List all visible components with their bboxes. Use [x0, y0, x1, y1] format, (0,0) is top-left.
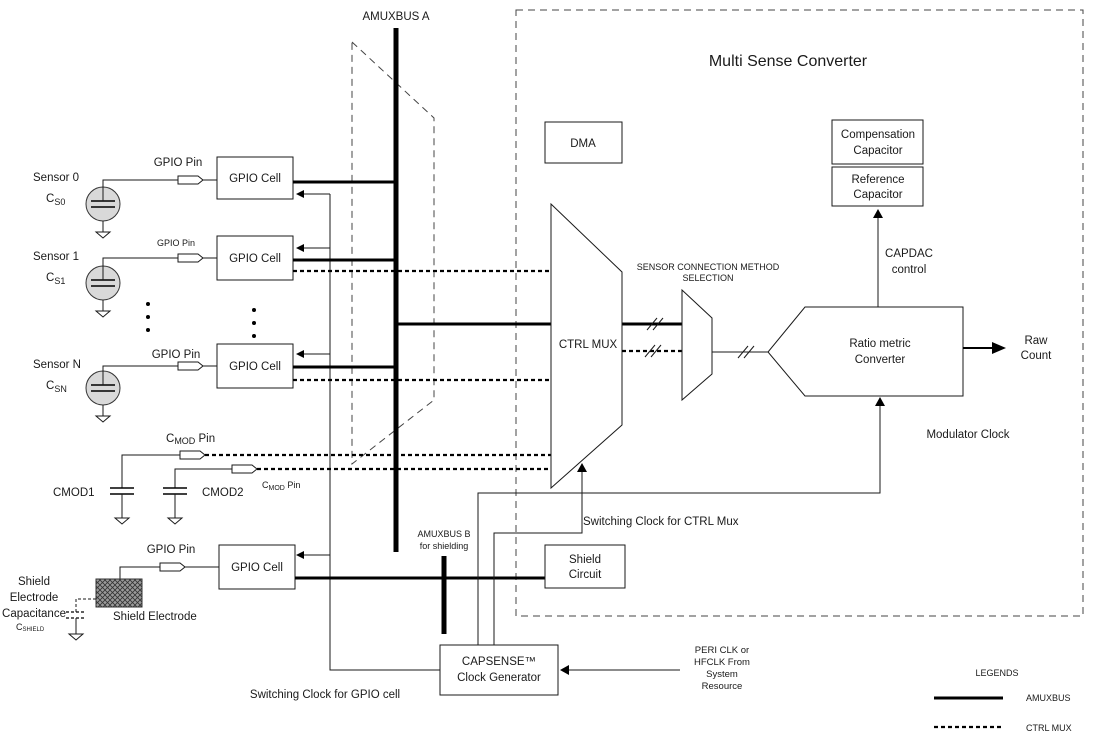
cshield-label: CSHIELD [16, 622, 45, 633]
sensor-n-pin-icon [177, 361, 204, 371]
sensor-1-pin: GPIO Pin [157, 238, 195, 248]
gpio-clock-line [329, 194, 440, 671]
shield-circuit [544, 544, 626, 589]
gpio-cell-shield-label: GPIO Cell [231, 562, 283, 574]
svg-text:Shield: Shield [18, 576, 50, 588]
sensor-n-pin: GPIO Pin [152, 349, 201, 361]
ctrl-mux [550, 202, 623, 490]
sensor-connection-selector [681, 288, 713, 402]
switching-clock-ctrl-label: Switching Clock for CTRL Mux [583, 516, 739, 528]
svg-text:System: System [706, 669, 738, 680]
modulator-clock-label: Modulator Clock [926, 429, 1009, 441]
sensor-n-cap: CSN [46, 380, 67, 394]
amuxbus-b-label-2: for shielding [420, 541, 469, 551]
svg-text:CAPSENSE™: CAPSENSE™ [462, 656, 536, 668]
svg-text:Electrode: Electrode [10, 592, 59, 604]
svg-text:CAPDAC: CAPDAC [885, 248, 933, 260]
svg-text:PERI CLK or: PERI CLK or [695, 645, 749, 656]
svg-text:Reference: Reference [851, 174, 904, 186]
raw-count-arrow [992, 342, 1006, 354]
svg-text:Compensation: Compensation [841, 129, 915, 141]
cmod-pin-1-icon [179, 450, 206, 460]
switching-clock-gpio-label: Switching Clock for GPIO cell [250, 689, 400, 701]
shield-electrode [95, 578, 143, 608]
svg-text:SELECTION: SELECTION [682, 273, 733, 283]
sensor-n-name: Sensor N [33, 359, 81, 371]
cmod-pin-2-label: CMOD Pin [262, 480, 300, 492]
svg-text:CTRL MUX: CTRL MUX [559, 339, 618, 351]
modulator-clock-line [477, 404, 881, 645]
sensor-0-cap: CS0 [46, 193, 65, 207]
legend-ctrl-mux-label: CTRL MUX [1026, 723, 1072, 733]
svg-text:Shield: Shield [569, 554, 601, 566]
shield-pin-icon [159, 562, 186, 572]
gpio-cell-0-label: GPIO Cell [229, 173, 281, 185]
sensor-0-pin: GPIO Pin [154, 157, 203, 169]
ctrl-clock-line [493, 470, 583, 645]
svg-text:Capacitance: Capacitance [2, 608, 66, 620]
svg-text:HFCLK From: HFCLK From [694, 657, 750, 668]
gpio-cell-shield [218, 544, 296, 590]
cmod2-label: CMOD2 [202, 487, 244, 499]
svg-text:DMA: DMA [570, 138, 596, 150]
sensor-1-pin-icon [177, 253, 204, 263]
svg-text:Count: Count [1021, 350, 1052, 362]
msc-title: Multi Sense Converter [709, 53, 868, 70]
sensor-0-pin-icon [177, 175, 204, 185]
gpio-cell-1-label: GPIO Cell [229, 253, 281, 265]
svg-text:Raw: Raw [1024, 335, 1048, 347]
cmod-pin-label: CMOD Pin [166, 433, 215, 446]
msc-boundary [515, 9, 1084, 617]
gpio-cell-n-label: GPIO Cell [229, 361, 281, 373]
svg-text:Converter: Converter [855, 354, 906, 366]
svg-text:Clock Generator: Clock Generator [457, 672, 541, 684]
dma-block [544, 121, 623, 164]
amuxbus-a-label: AMUXBUS A [362, 11, 429, 23]
sensor-0-name: Sensor 0 [33, 172, 79, 184]
amuxbus-b-label-1: AMUXBUS B [417, 529, 470, 539]
legend-amuxbus-label: AMUXBUS [1026, 693, 1071, 703]
compensation-capacitor [831, 119, 924, 165]
shield-gpio-pin: GPIO Pin [147, 544, 196, 556]
svg-text:Ratio metric: Ratio metric [849, 338, 911, 350]
cmod1-label: CMOD1 [53, 487, 95, 499]
sensor-1-name: Sensor 1 [33, 251, 79, 263]
legend-title: LEGENDS [975, 668, 1018, 678]
svg-text:Circuit: Circuit [569, 569, 602, 581]
svg-text:SENSOR CONNECTION METHOD: SENSOR CONNECTION METHOD [637, 262, 780, 272]
svg-text:Capacitor: Capacitor [853, 189, 902, 201]
gpio-cell-0 [216, 156, 294, 200]
cmod-pin-2-icon [231, 464, 258, 474]
gpio-cell-1 [216, 235, 294, 281]
amuxbus-a-region [351, 40, 435, 466]
ratio-metric-converter [767, 306, 964, 397]
svg-text:Resource: Resource [702, 681, 743, 692]
svg-text:control: control [892, 264, 927, 276]
sensor-1-cap: CS1 [46, 272, 65, 286]
capsense-clock-generator [439, 644, 559, 696]
shield-electrode-label: Shield Electrode [113, 611, 197, 623]
svg-text:Capacitor: Capacitor [853, 145, 902, 157]
reference-capacitor [831, 166, 924, 207]
gpio-cell-n [216, 343, 294, 389]
